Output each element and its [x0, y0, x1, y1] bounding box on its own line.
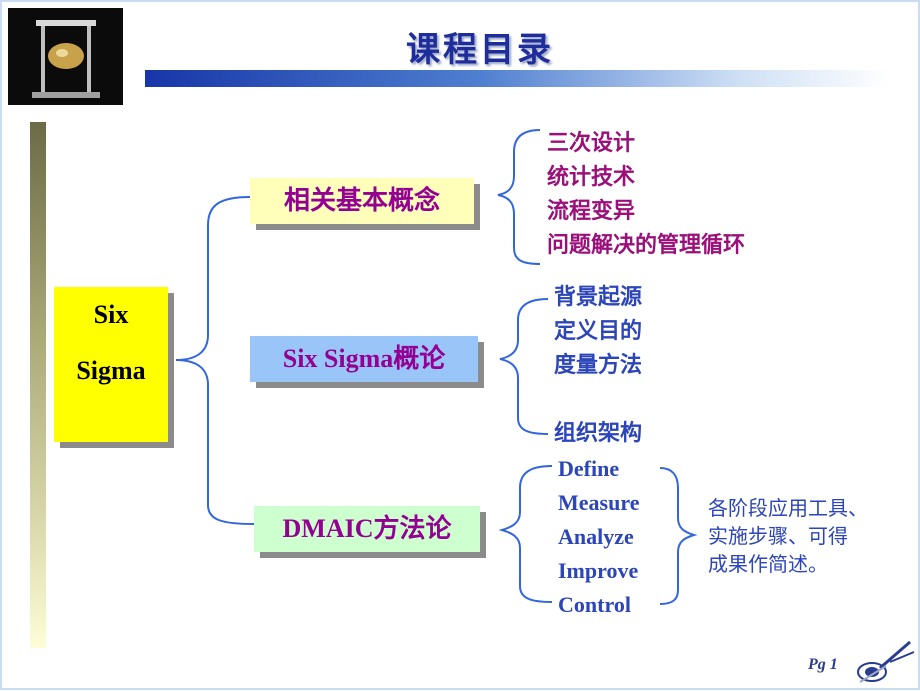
page-title: 课程目录	[406, 32, 554, 69]
dmaic-list: Define Measure Analyze Improve Control	[558, 452, 639, 622]
logo-image	[8, 8, 123, 105]
brace-2	[499, 298, 549, 435]
list-item: 组织架构	[554, 420, 643, 445]
compass-icon	[850, 636, 916, 686]
brace-1	[497, 129, 541, 265]
list-item: Define	[558, 456, 620, 481]
list-item: 背景起源	[554, 284, 643, 309]
basic-concepts-list: 三次设计 统计技术 流程变异 问题解决的管理循环	[547, 126, 745, 262]
sigma-label: Sigma	[76, 356, 146, 385]
branch-dmaic: DMAIC方法论	[254, 506, 480, 552]
note-line: 各阶段应用工具、	[708, 496, 868, 520]
list-item: 定义目的	[554, 318, 643, 343]
side-accent-bar	[30, 122, 46, 648]
brace-4	[659, 467, 698, 605]
page-number: Pg 1	[808, 656, 838, 673]
note-line: 成果作简述。	[708, 552, 828, 576]
branch-six-sigma-overview: Six Sigma概论	[250, 336, 478, 382]
overview-list: 背景起源 定义目的 度量方法 组织架构	[554, 280, 642, 450]
list-item: 三次设计	[547, 130, 636, 155]
list-item: 问题解决的管理循环	[547, 232, 746, 257]
list-item: 统计技术	[547, 164, 636, 189]
main-brace	[175, 196, 255, 525]
title-underline-bar	[145, 70, 890, 87]
six-sigma-box: Six Sigma	[54, 287, 168, 442]
brace-3	[498, 465, 553, 603]
note-line: 实施步骤、可得	[708, 524, 848, 548]
list-item: Analyze	[558, 524, 634, 549]
dmaic-note: 各阶段应用工具、 实施步骤、可得 成果作简述。	[708, 494, 888, 578]
list-item: 度量方法	[554, 352, 643, 377]
list-item: Improve	[558, 558, 639, 583]
list-item: Measure	[558, 490, 640, 515]
branch-basic-concepts: 相关基本概念	[250, 178, 474, 224]
list-item: 流程变异	[547, 198, 636, 223]
list-item: Control	[558, 592, 631, 617]
six-label: Six	[93, 300, 129, 329]
